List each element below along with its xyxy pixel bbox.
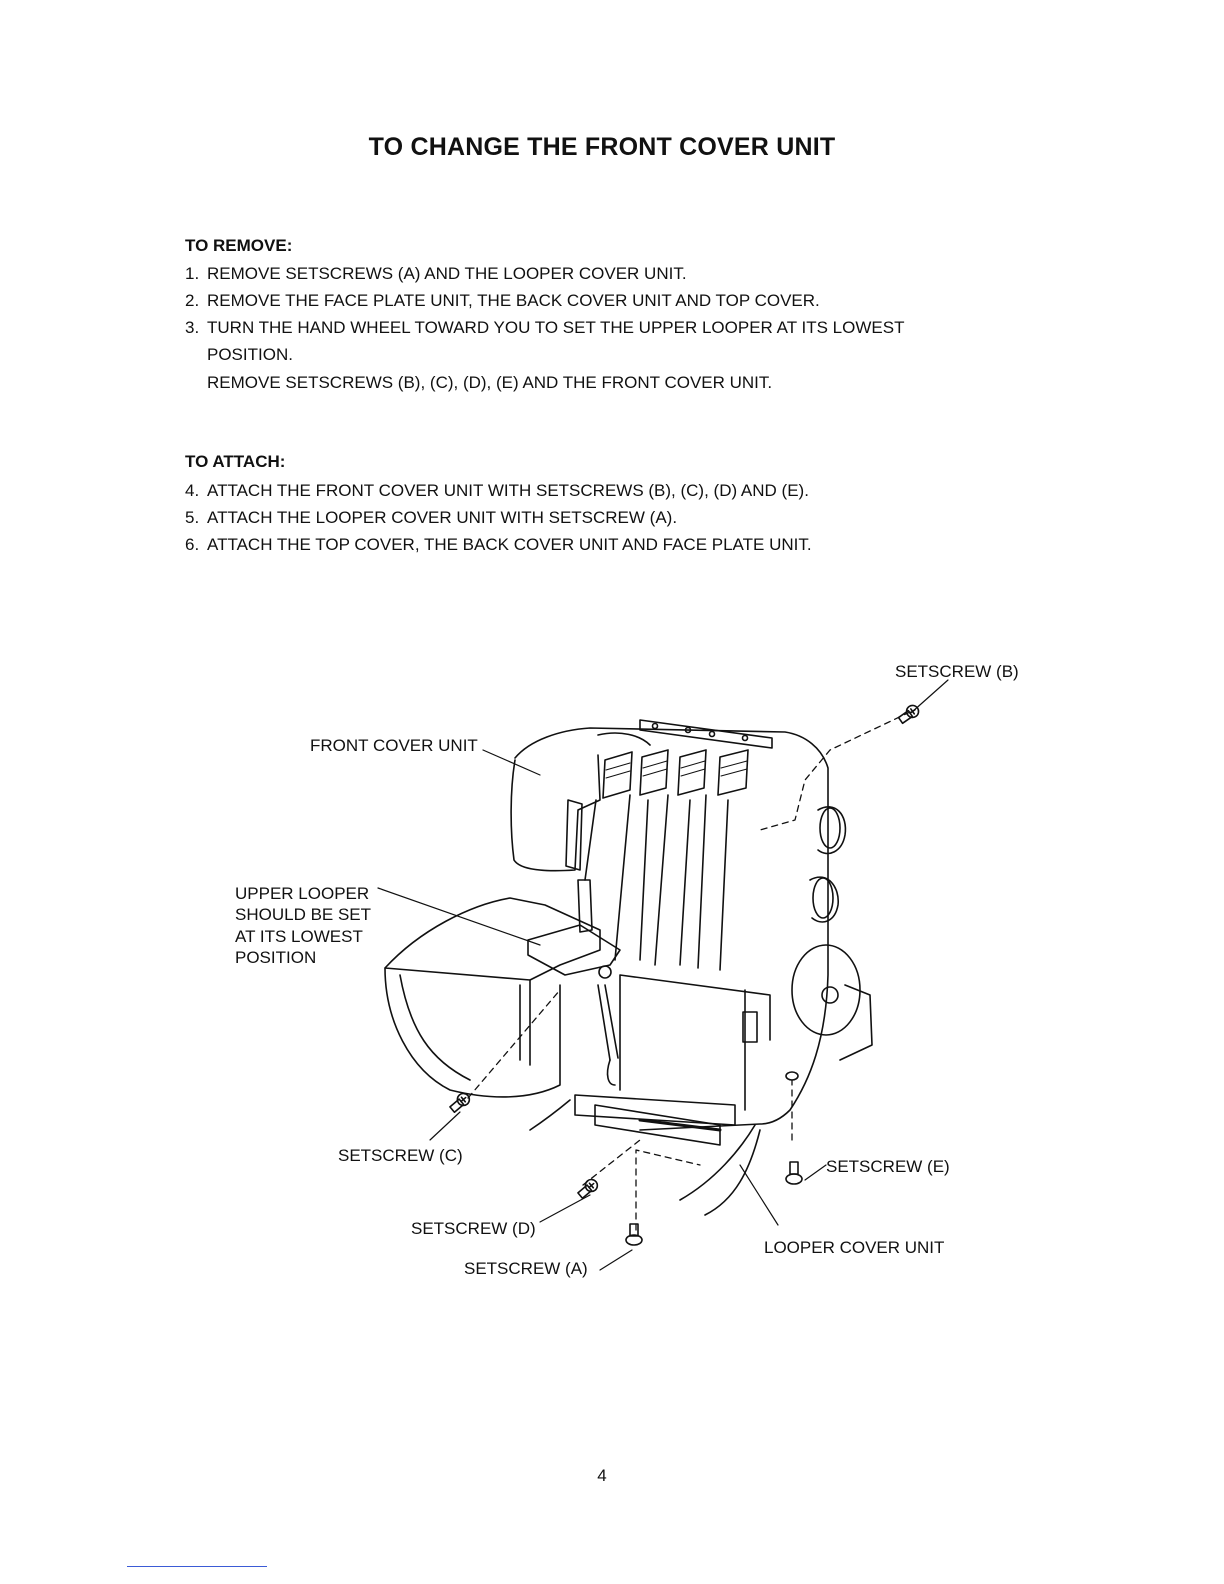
step-text: ATTACH THE LOOPER COVER UNIT WITH SETSCR… — [207, 508, 678, 527]
front-cover-unit-label: FRONT COVER UNIT — [310, 736, 478, 755]
step-text: ATTACH THE FRONT COVER UNIT WITH SETSCRE… — [207, 481, 809, 500]
hand-wheel — [791, 944, 861, 1036]
attach-step-6: 6. ATTACH THE TOP COVER, THE BACK COVER U… — [185, 535, 812, 555]
upper-looper-note-line-3: AT ITS LOWEST — [235, 927, 363, 946]
screw-hole — [708, 730, 716, 738]
step-text: TURN THE HAND WHEEL TOWARD YOU TO SET TH… — [207, 318, 905, 337]
remove-step-3-instruction: REMOVE SETSCREWS (B), (C), (D), (E) AND … — [207, 373, 773, 392]
step-text: REMOVE SETSCREWS (A) AND THE LOOPER COVE… — [207, 264, 687, 283]
dashed-guides — [467, 711, 911, 1231]
upper-looper-note-line-1: UPPER LOOPER — [235, 884, 370, 903]
remove-step-1: 1. REMOVE SETSCREWS (A) AND THE LOOPER CO… — [185, 264, 687, 284]
leader-lines — [377, 679, 949, 1271]
looper-cover-unit — [679, 1124, 761, 1216]
setscrew-b-icon — [897, 704, 920, 725]
step-number: 5. — [185, 508, 200, 527]
attach-heading: TO ATTACH: — [185, 452, 286, 471]
knob-upper — [817, 806, 847, 855]
setscrew-e-icon — [785, 1161, 803, 1185]
remove-step-2: 2. REMOVE THE FACE PLATE UNIT, THE BACK C… — [185, 291, 820, 311]
page-number: 4 — [597, 1466, 607, 1485]
upper-looper-note-line-4: POSITION — [235, 948, 317, 967]
page-title: TO CHANGE THE FRONT COVER UNIT — [368, 133, 836, 161]
presser-foot — [527, 924, 621, 976]
knob-lower — [809, 876, 839, 923]
looper-cover-unit-label: LOOPER COVER UNIT — [764, 1238, 945, 1257]
step-text: ATTACH THE TOP COVER, THE BACK COVER UNI… — [207, 535, 812, 554]
setscrew-b-label: SETSCREW (B) — [895, 662, 1019, 681]
top-cover — [639, 719, 773, 749]
front-cover — [510, 754, 601, 872]
upper-looper-note-line-2: SHOULD BE SET — [235, 905, 372, 924]
free-arm — [384, 897, 601, 981]
screw-hole — [684, 726, 692, 734]
setscrew-a-label: SETSCREW (A) — [464, 1259, 588, 1278]
tension-dial-3 — [677, 749, 707, 796]
remove-step-3: 3. TURN THE HAND WHEEL TOWARD YOU TO SET … — [185, 318, 904, 338]
tension-dial-1 — [602, 751, 633, 799]
footer-rule — [127, 1566, 267, 1567]
looper-shaft — [597, 984, 619, 1061]
step-number: 2. — [185, 291, 200, 310]
tension-dial-2 — [639, 749, 669, 796]
setscrew-d-icon — [577, 1178, 599, 1200]
screw-hole — [651, 722, 659, 730]
step-number: 1. — [185, 264, 200, 283]
attach-step-5: 5. ATTACH THE LOOPER COVER UNIT WITH SETS… — [185, 508, 677, 528]
remove-heading: TO REMOVE: — [185, 236, 293, 255]
tension-dial-4 — [717, 749, 749, 796]
step-number: 6. — [185, 535, 200, 554]
setscrew-c-label: SETSCREW (C) — [338, 1146, 463, 1165]
setscrew-e-label: SETSCREW (E) — [826, 1157, 950, 1176]
slot — [742, 1011, 758, 1043]
step-number: 4. — [185, 481, 200, 500]
looper-cover-base — [574, 1094, 736, 1126]
setscrew-d-label: SETSCREW (D) — [411, 1219, 536, 1238]
machine-body — [514, 727, 829, 1131]
step-text: REMOVE THE FACE PLATE UNIT, THE BACK COV… — [207, 291, 820, 310]
screw-hole — [741, 734, 749, 742]
remove-step-3-continued: POSITION. — [207, 345, 293, 364]
setscrew-c-icon — [449, 1092, 471, 1114]
attach-step-4: 4. ATTACH THE FRONT COVER UNIT WITH SETSC… — [185, 481, 809, 501]
setscrew-a-icon — [625, 1223, 643, 1246]
step-number: 3. — [185, 318, 200, 337]
